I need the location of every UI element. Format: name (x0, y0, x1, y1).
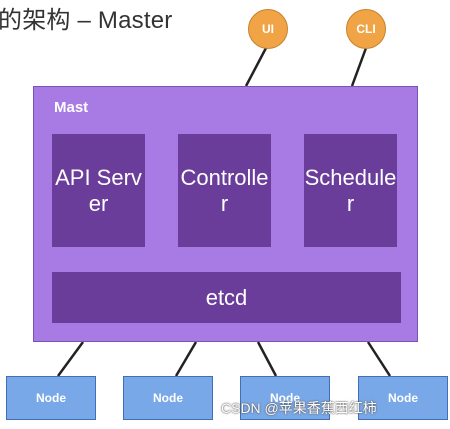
watermark: CSDN @苹果香蕉西红柿 (221, 400, 377, 416)
node-3: Node (240, 376, 330, 420)
master-box: Mast API Server Controller Scheduler etc… (33, 86, 418, 342)
diagram-title: 的架构 – Master (0, 7, 173, 34)
connector-ui (244, 47, 268, 87)
node-1: Node (6, 376, 96, 420)
connector-cli (350, 47, 368, 87)
component-controller: Controller (178, 134, 271, 247)
client-cli: CLI (346, 9, 386, 49)
component-scheduler: Scheduler (304, 134, 397, 247)
node-2: Node (123, 376, 213, 420)
connector-node-1 (56, 341, 85, 377)
connector-node-4 (366, 341, 392, 377)
master-label: Mast (54, 99, 89, 116)
node-4: Node (358, 376, 448, 420)
connector-node-3 (256, 341, 278, 377)
component-etcd: etcd (52, 272, 401, 323)
component-api-server: API Server (52, 134, 145, 247)
connector-node-2 (174, 341, 198, 377)
client-ui: UI (248, 9, 288, 49)
